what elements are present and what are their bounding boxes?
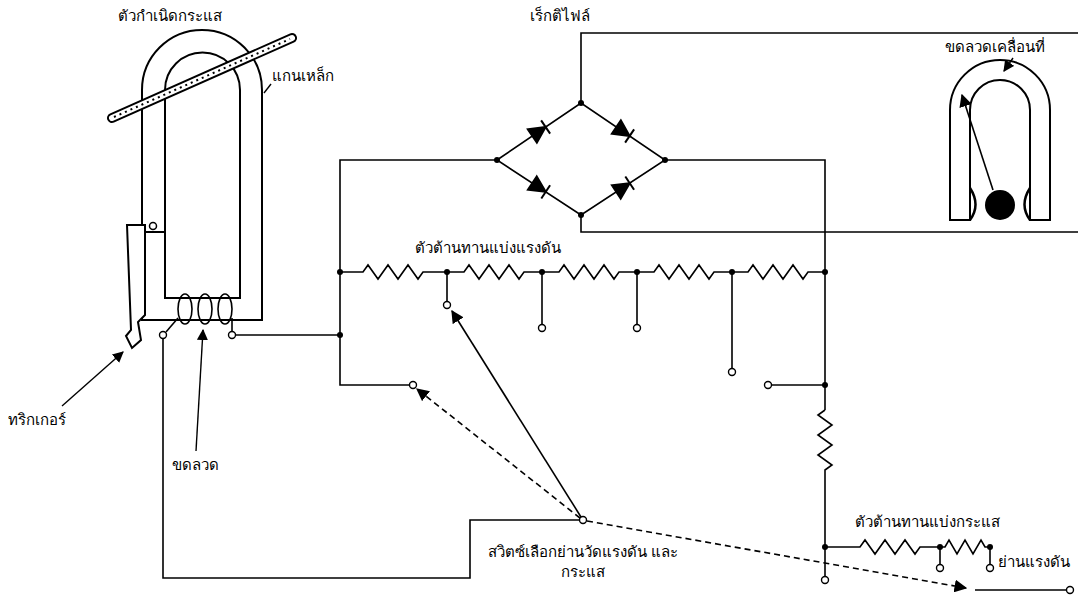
part-label: เร็กติไฟล์ xyxy=(530,6,590,26)
part-label: สวิตซ์เลือกย่านวัดแรงดัน และกระแส xyxy=(483,542,683,582)
pole-piece xyxy=(970,188,1030,220)
permanent-magnet xyxy=(950,60,1050,220)
diode-symbol xyxy=(528,120,634,198)
bridge-rectifier xyxy=(497,103,665,215)
resistor-symbol xyxy=(340,265,825,279)
moving-coil xyxy=(985,190,1015,220)
jaw-hinge xyxy=(150,223,157,230)
part-label: ตัวต้านทานแบ่งแรงดัน xyxy=(415,238,561,258)
part-label: ทริกเกอร์ xyxy=(8,410,66,430)
meter-pointer xyxy=(962,95,993,190)
wires xyxy=(163,33,1078,590)
current-conductor xyxy=(112,38,292,118)
trigger-lever xyxy=(126,225,145,348)
part-label: แกนเหล็ก xyxy=(272,66,334,86)
junction-dot xyxy=(337,100,993,550)
part-label: ขดลวดเคลื่อนที่ xyxy=(945,37,1045,57)
switch-contact xyxy=(160,302,1074,594)
part-label: ย่านแรงดัน xyxy=(998,552,1070,572)
part-label: ขดลวด xyxy=(172,455,219,475)
leader-line xyxy=(62,58,1013,451)
core-coil xyxy=(166,294,232,332)
part-label: ตัวกำเนิดกระแส xyxy=(118,6,222,26)
resistor-symbol xyxy=(818,410,832,547)
switch-arm xyxy=(452,311,581,517)
part-label: ตัวต้านทานแบ่งกระแส xyxy=(855,512,1000,532)
switch-link xyxy=(417,389,580,518)
resistor-symbol xyxy=(825,540,990,554)
